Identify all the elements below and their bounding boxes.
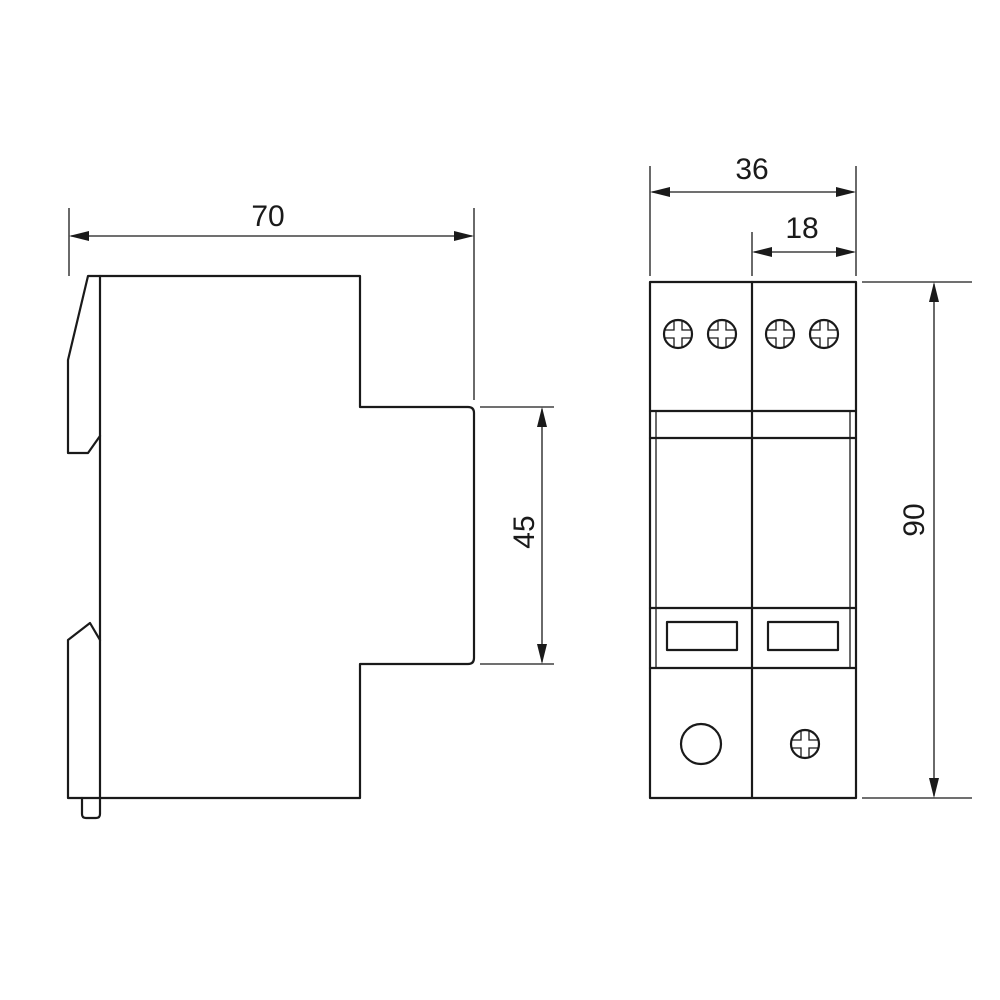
indicator-window-icon bbox=[665, 620, 739, 652]
dimension-label-45: 45 bbox=[508, 515, 541, 548]
side-body-outline bbox=[98, 274, 476, 800]
dimension-height: 90 bbox=[862, 281, 972, 799]
dimension-label-36: 36 bbox=[735, 153, 768, 186]
dimension-side-width: 70 bbox=[68, 200, 475, 400]
screw-terminal-icon bbox=[706, 318, 738, 350]
dimension-label-18: 18 bbox=[785, 212, 818, 245]
indicator-window-icon bbox=[766, 620, 840, 652]
side-view: 70 45 bbox=[66, 200, 554, 820]
dimension-front-width: 36 bbox=[649, 153, 857, 276]
dimension-side-depth: 45 bbox=[480, 406, 554, 665]
screw-terminal-icon bbox=[789, 728, 821, 760]
dimension-label-70: 70 bbox=[251, 200, 284, 233]
screw-terminal-icon bbox=[764, 318, 796, 350]
bottom-din-clip bbox=[66, 621, 102, 800]
status-led-icon bbox=[679, 722, 723, 766]
bottom-tab bbox=[80, 796, 102, 820]
dimension-label-90: 90 bbox=[898, 503, 931, 536]
dimension-pole-width: 18 bbox=[751, 212, 856, 276]
screw-terminal-icon bbox=[662, 318, 694, 350]
front-view: 36 18 90 bbox=[648, 153, 972, 800]
top-din-clip bbox=[66, 274, 102, 455]
screw-terminal-icon bbox=[808, 318, 840, 350]
